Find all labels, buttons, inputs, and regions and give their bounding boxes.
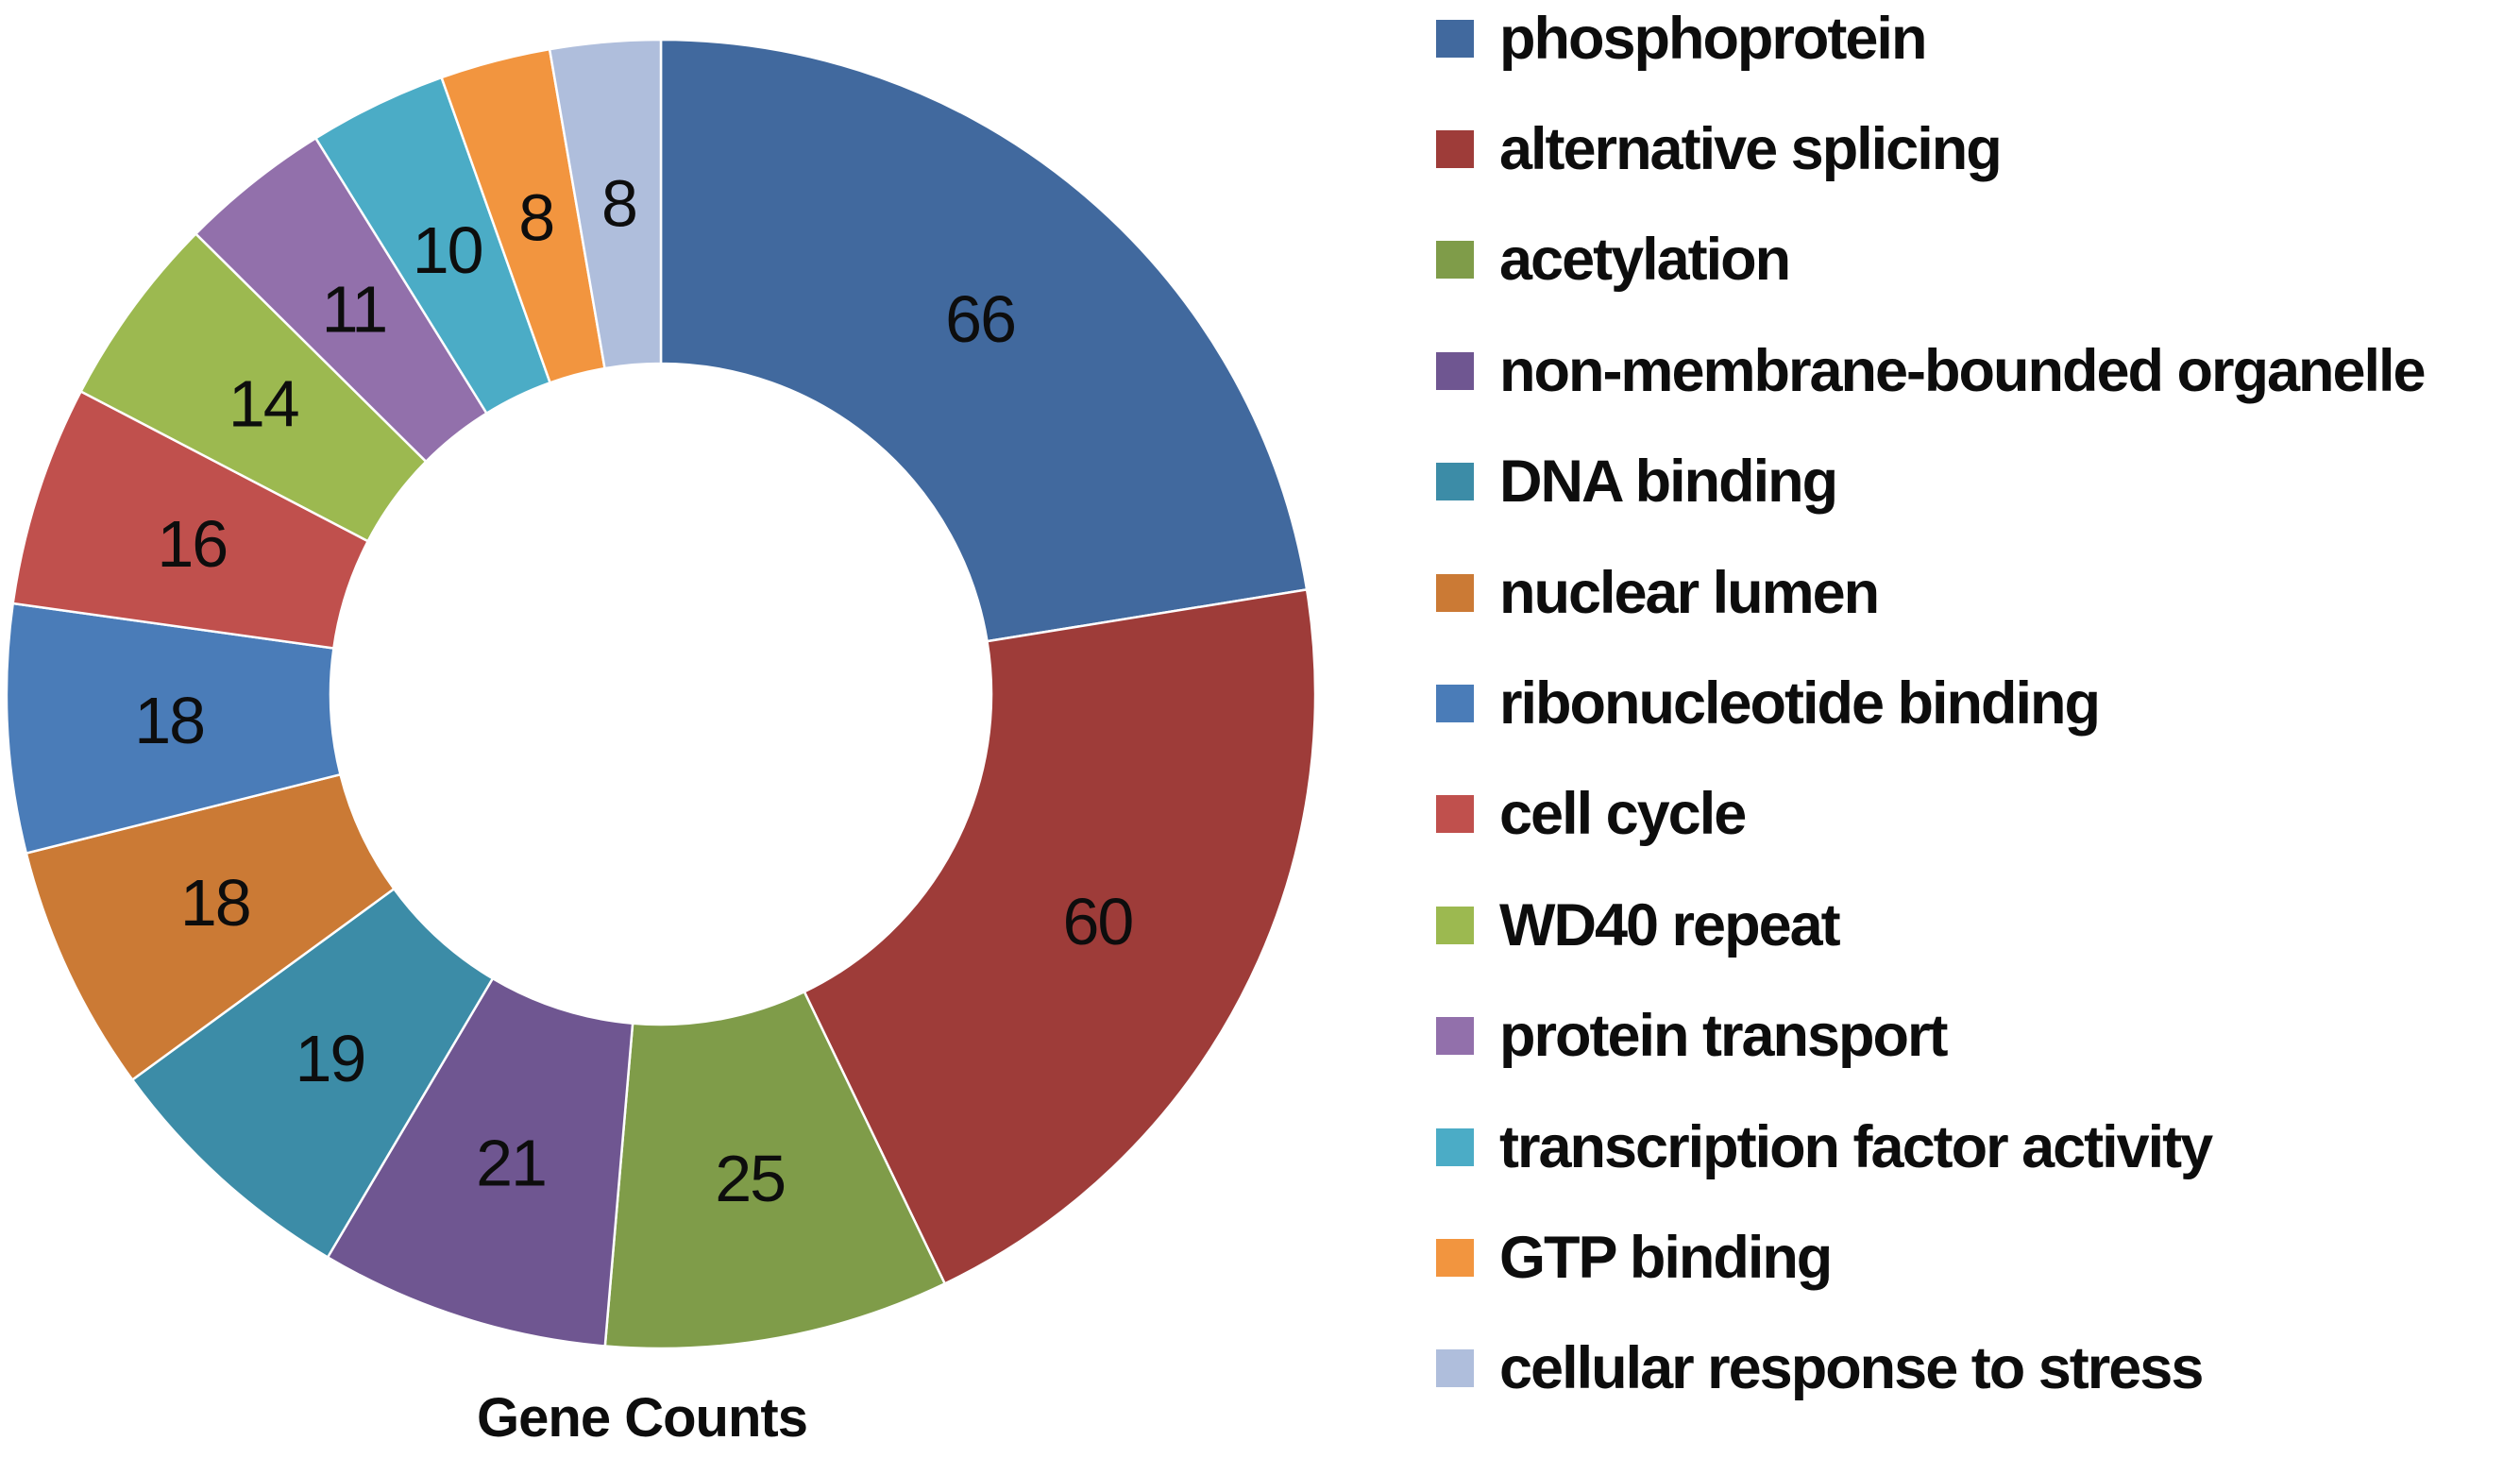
donut-segment-acetylation	[603, 991, 946, 1350]
legend-swatch-acetylation	[1436, 241, 1474, 280]
legend-swatch-cell-cycle	[1436, 795, 1474, 834]
legend-item-protein-transport: protein transport	[1436, 981, 2425, 1092]
legend-item-transcription-factor-activity: transcription factor activity	[1436, 1092, 2425, 1202]
legend-label-ribonucleotide-binding: ribonucleotide binding	[1499, 670, 2101, 737]
legend-label-cellular-response-to-stress: cellular response to stress	[1499, 1335, 2204, 1402]
legend-item-ribonucleotide-binding: ribonucleotide binding	[1436, 648, 2425, 758]
legend-item-alternative-splicing: alternative splicing	[1436, 93, 2425, 204]
legend: phosphoprotein alternative splicing acetyl…	[1436, 0, 2427, 1424]
legend-item-acetylation: acetylation	[1436, 205, 2425, 315]
legend-label-non-membrane-bounded-organelle: non-membrane-bounded organelle	[1499, 337, 2427, 404]
segment-value-label-protein-transport: 11	[322, 272, 387, 346]
segment-value-label-non-membrane-bounded-organelle: 21	[476, 1127, 546, 1200]
legend-swatch-nuclear-lumen	[1436, 573, 1474, 612]
legend-item-cell-cycle: cell cycle	[1436, 759, 2425, 870]
legend-swatch-ribonucleotide-binding	[1436, 685, 1474, 723]
legend-label-protein-transport: protein transport	[1499, 1003, 1949, 1070]
segment-value-label-nuclear-lumen: 18	[180, 866, 250, 940]
legend-item-non-membrane-bounded-organelle: non-membrane-bounded organelle	[1436, 315, 2427, 426]
legend-label-phosphoprotein: phosphoprotein	[1499, 5, 1927, 72]
segment-value-label-acetylation: 25	[715, 1142, 785, 1215]
legend-swatch-gtp-binding	[1436, 1238, 1474, 1277]
legend-item-phosphoprotein: phosphoprotein	[1436, 0, 2425, 93]
segment-value-label-cell-cycle: 16	[157, 507, 227, 581]
legend-label-nuclear-lumen: nuclear lumen	[1499, 559, 1880, 626]
legend-label-transcription-factor-activity: transcription factor activity	[1499, 1113, 2213, 1180]
legend-label-acetylation: acetylation	[1499, 227, 1791, 294]
legend-item-gtp-binding: GTP binding	[1436, 1202, 2425, 1313]
segment-value-label-transcription-factor-activity: 10	[413, 213, 482, 287]
segment-value-label-phosphoprotein: 66	[945, 282, 1015, 356]
segment-value-label-dna-binding: 19	[295, 1022, 364, 1095]
legend-swatch-wd40-repeat	[1436, 906, 1474, 944]
legend-label-wd40-repeat: WD40 repeat	[1499, 891, 1841, 958]
legend-swatch-dna-binding	[1436, 463, 1474, 501]
donut-segment-cellular-response-to-stress	[548, 38, 663, 370]
legend-item-nuclear-lumen: nuclear lumen	[1436, 537, 2425, 648]
legend-swatch-non-membrane-bounded-organelle	[1436, 351, 1474, 390]
legend-label-alternative-splicing: alternative splicing	[1499, 116, 2003, 183]
legend-item-wd40-repeat: WD40 repeat	[1436, 870, 2425, 980]
legend-swatch-protein-transport	[1436, 1017, 1474, 1056]
segment-value-label-cellular-response-to-stress: 8	[601, 166, 636, 240]
donut-segment-alternative-splicing	[803, 588, 1317, 1285]
legend-swatch-transcription-factor-activity	[1436, 1127, 1474, 1166]
legend-swatch-phosphoprotein	[1436, 19, 1474, 58]
legend-item-cellular-response-to-stress: cellular response to stress	[1436, 1314, 2425, 1424]
segment-value-label-gtp-binding: 8	[518, 181, 553, 255]
legend-swatch-cellular-response-to-stress	[1436, 1349, 1474, 1388]
segment-value-label-wd40-repeat: 14	[228, 367, 298, 441]
chart-title: Gene Counts	[477, 1387, 808, 1449]
segment-value-label-ribonucleotide-binding: 18	[134, 684, 204, 757]
legend-label-cell-cycle: cell cycle	[1499, 781, 1747, 848]
legend-item-dna-binding: DNA binding	[1436, 427, 2425, 537]
legend-label-dna-binding: DNA binding	[1499, 449, 1838, 516]
legend-swatch-alternative-splicing	[1436, 130, 1474, 169]
donut-segment-phosphoprotein	[659, 38, 1309, 643]
segment-value-label-alternative-splicing: 60	[1062, 885, 1132, 958]
legend-label-gtp-binding: GTP binding	[1499, 1224, 1833, 1291]
